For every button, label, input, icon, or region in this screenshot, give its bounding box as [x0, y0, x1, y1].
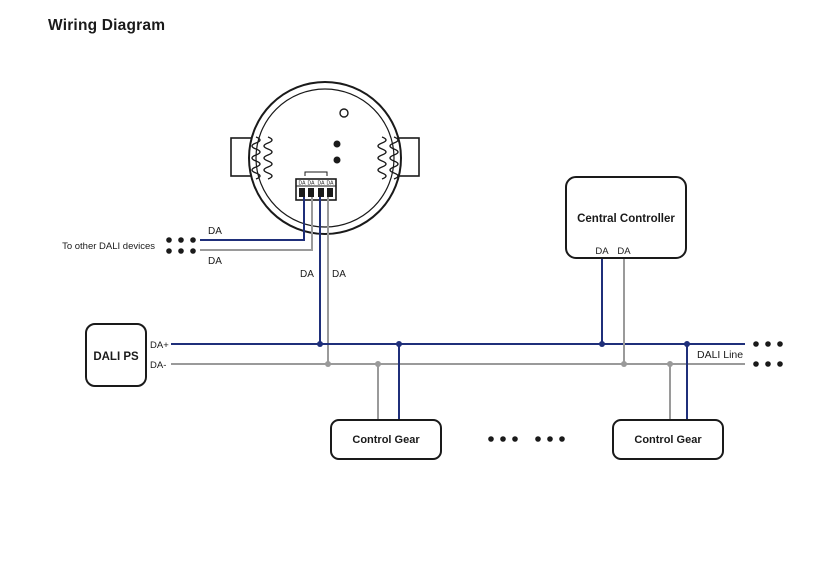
indicator-dot-icon: [333, 156, 341, 164]
control-gear-label: Control Gear: [634, 434, 702, 446]
terminal-label-negative: DA-: [150, 360, 166, 371]
bus-continuation-dots-icon: [753, 341, 783, 367]
terminal-label-positive: DA+: [150, 340, 169, 351]
central-controller: Central Controller DA DA: [565, 176, 687, 259]
sensor-wire-to-other-negative: [200, 197, 313, 251]
control-gear-2: Control Gear: [612, 419, 724, 460]
bus-label: DALI Line: [697, 349, 743, 361]
sensor-inner-ring: [255, 88, 395, 228]
dali-power-supply: DALI PS DA+ DA-: [85, 323, 169, 387]
terminal-block: [295, 178, 337, 201]
terminal-label: DA: [327, 181, 335, 187]
wires: [171, 197, 745, 420]
terminal-label: DA: [318, 181, 326, 187]
wire-label: DA: [332, 269, 346, 280]
controller-label: Central Controller: [577, 213, 675, 225]
control-gear-1: Control Gear: [330, 419, 442, 460]
sensor-device: DA DA DA DA: [230, 81, 420, 235]
more-devices-dots-icon: [166, 237, 196, 254]
wire-label: DA: [208, 226, 222, 237]
right-spring-icon: [377, 136, 399, 180]
terminal-label: DA: [299, 181, 307, 187]
other-devices-label: To other DALI devices: [62, 241, 155, 252]
more-gear-dots-icon: [488, 436, 565, 442]
terminal-label: DA: [595, 246, 609, 257]
indicator-dot-icon: [333, 140, 341, 148]
wire-label: DA: [300, 269, 314, 280]
power-supply-label: DALI PS: [93, 351, 139, 363]
terminal-label: DA: [617, 246, 631, 257]
screw-icon: [339, 108, 349, 118]
junction-dots: [317, 341, 690, 367]
control-gear-label: Control Gear: [352, 434, 420, 446]
page-title: Wiring Diagram: [48, 17, 166, 34]
terminal-label: DA: [308, 181, 316, 187]
wire-label: DA: [208, 256, 222, 267]
sensor-wire-to-other-positive: [200, 197, 305, 241]
left-spring-icon: [251, 136, 273, 180]
